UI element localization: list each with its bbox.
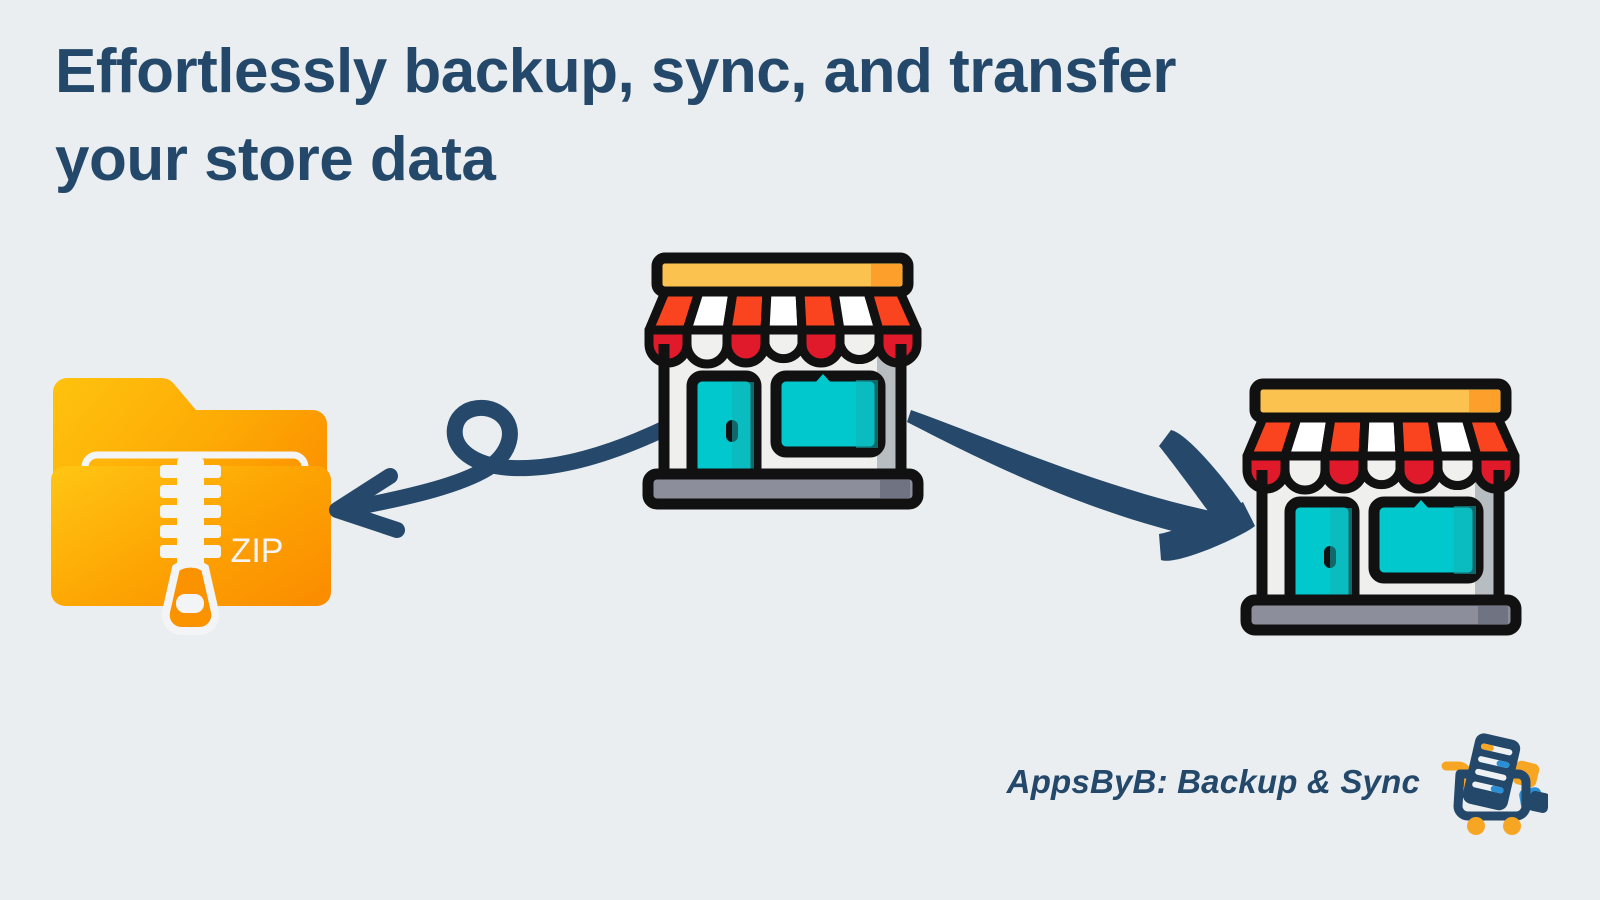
store-sign	[1249, 378, 1512, 424]
store-sign	[651, 252, 914, 298]
store-door-shadow	[1330, 508, 1352, 600]
store-frame	[658, 344, 907, 476]
curved-loop-arrow-left-icon	[312, 378, 678, 538]
logo-checklist-document	[1462, 733, 1521, 811]
zip-folder-icon: ZIP	[45, 372, 335, 635]
store-awning-top	[644, 287, 922, 335]
storefront-icon-target	[1238, 378, 1523, 636]
logo-cart-basket	[1453, 769, 1531, 821]
zip-label: ZIP	[231, 532, 284, 570]
logo-accent-navy-square	[1528, 791, 1548, 813]
logo-cart-wheel-right	[1503, 817, 1521, 835]
arrow-right-head	[1159, 430, 1255, 561]
store-awning-scallops	[644, 325, 922, 369]
zip-folder-zipper-teeth	[160, 458, 221, 570]
store-window	[1368, 496, 1484, 584]
store-awning-top	[1242, 413, 1520, 461]
brand-lockup: AppsByB: Backup & Sync	[1007, 726, 1548, 838]
store-window-shadow	[856, 380, 878, 448]
arrow-left-shaft	[334, 399, 678, 518]
store-base	[1240, 594, 1522, 636]
arrow-right-shaft	[907, 410, 1225, 542]
store-base	[642, 468, 924, 510]
store-frame	[1256, 470, 1505, 602]
storefront-icon-source	[640, 252, 925, 510]
page-title: Effortlessly backup, sync, and transfer …	[55, 37, 1177, 195]
store-window	[770, 370, 886, 458]
store-window-notch	[1412, 500, 1430, 510]
store-door	[686, 370, 762, 484]
store-door-shadow	[732, 382, 754, 474]
shopping-cart-checklist-logo	[1436, 726, 1548, 838]
curved-arrow-right-icon	[905, 388, 1260, 563]
brand-name: AppsByB: Backup & Sync	[1006, 763, 1420, 800]
store-window-shadow	[1454, 506, 1476, 574]
logo-cart-wheel-left	[1467, 817, 1485, 835]
arrow-left-head	[329, 468, 405, 538]
zip-folder-zipper-pull-slot	[176, 594, 204, 613]
store-window-notch	[814, 374, 832, 384]
store-door	[1284, 496, 1360, 610]
